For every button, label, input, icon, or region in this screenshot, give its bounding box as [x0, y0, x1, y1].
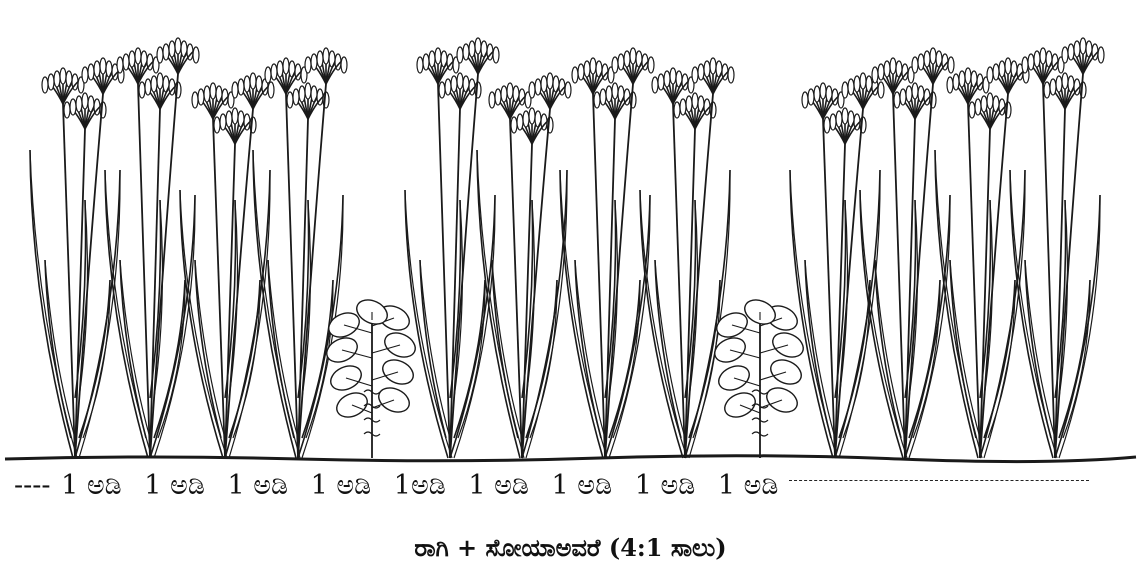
spacing-row: ---- 1 ಅಡಿ 1 ಅಡಿ 1 ಅಡಿ 1 ಅಡಿ 1ಅಡಿ 1 ಅಡಿ … — [14, 470, 1089, 502]
spacing-label: 1 ಅಡಿ — [311, 470, 372, 501]
spacing-tail-dashes — [789, 480, 1089, 481]
spacing-lead-dashes: ---- — [14, 470, 51, 501]
plants-layer — [30, 38, 1104, 458]
spacing-label: 1 ಅಡಿ — [468, 470, 529, 501]
soybean-plant — [323, 295, 419, 458]
spacing-label: 1 ಅಡಿ — [144, 470, 205, 501]
ragi-plant — [790, 73, 884, 458]
spacing-label: 1ಅಡಿ — [394, 470, 446, 501]
ragi-plant — [405, 38, 499, 458]
spacing-label: 1 ಅಡಿ — [552, 470, 613, 501]
ground-line — [5, 456, 1136, 462]
ragi-plant — [105, 38, 199, 458]
spacing-label: 1 ಅಡಿ — [718, 470, 779, 501]
spacing-label: 1 ಅಡಿ — [635, 470, 696, 501]
soybean-plant — [711, 295, 807, 458]
ragi-plant — [560, 48, 654, 458]
spacing-label: 1 ಅಡಿ — [61, 470, 122, 501]
spacing-label: 1 ಅಡಿ — [227, 470, 288, 501]
ragi-plant — [1010, 38, 1104, 458]
ragi-plant — [640, 58, 734, 458]
diagram-caption: ರಾಗಿ + ಸೋಯಾಅವರೆ (4:1 ಸಾಲು) — [0, 533, 1141, 562]
